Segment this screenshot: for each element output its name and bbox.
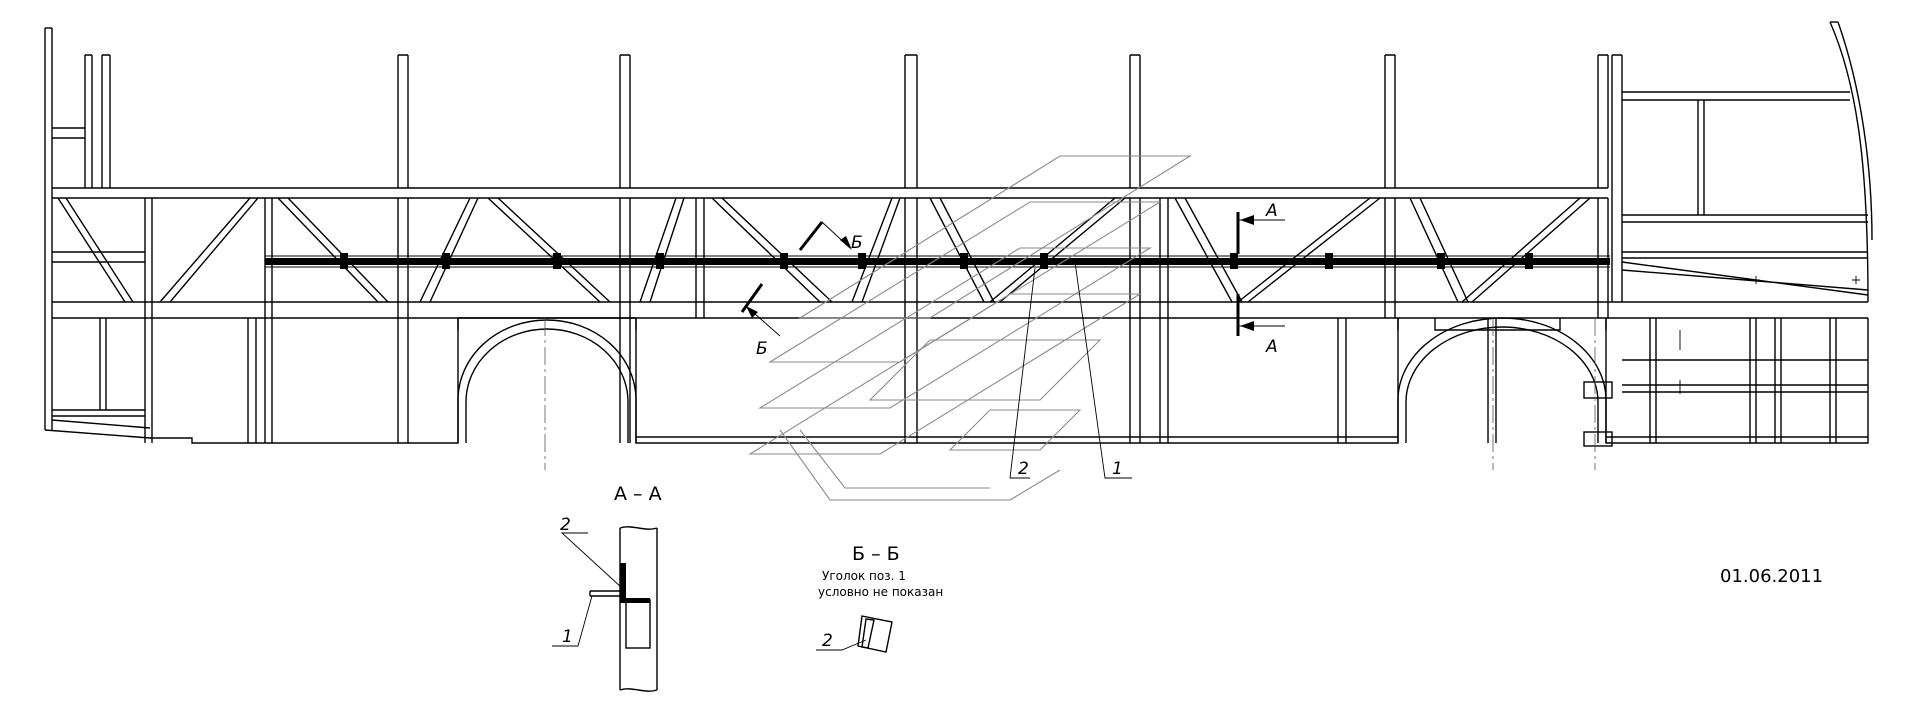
truss-diagonals [57, 197, 1591, 303]
marker-a-lower: А [1265, 337, 1278, 357]
drawing-date: 01.06.2011 [1720, 566, 1823, 587]
angle-profile-pos1 [265, 253, 1610, 269]
section-bb-title: Б – Б [852, 543, 900, 565]
pos-2-label-main: 2 [1018, 459, 1029, 479]
position-leader-1-main: 1 [1074, 261, 1132, 479]
section-bb-note-line2: условно не показан [818, 585, 943, 599]
wheel-arches [457, 317, 1607, 443]
axis-lines [544, 318, 1596, 470]
section-marker-bb-upper: Б [798, 221, 863, 253]
pos-2-label-aa: 2 [560, 515, 571, 535]
marker-a-upper: А [1265, 201, 1278, 221]
company-logo-watermark-icon [748, 155, 1192, 501]
section-bb-detail: Б – Б Уголок поз. 1 условно не показан 2 [816, 543, 943, 653]
bus-frame [44, 21, 1873, 470]
window-posts [84, 54, 1623, 302]
marker-b-upper: Б [851, 233, 863, 253]
position-leader-2-main: 2 [1009, 267, 1036, 479]
pos-1-label-main: 1 [1112, 459, 1123, 479]
pos-1-label-aa: 1 [562, 627, 573, 647]
section-aa-detail: А – А 2 1 [552, 483, 662, 692]
section-marker-aa-lower: А [1236, 294, 1285, 357]
section-aa-title: А – А [614, 483, 662, 505]
section-marker-bb-lower: Б [740, 283, 781, 359]
truss-verticals [144, 198, 1609, 443]
marker-b-lower: Б [756, 339, 768, 359]
rear-section [1583, 21, 1873, 447]
pos-2-label-bb: 2 [822, 631, 833, 651]
section-marker-aa-upper: А [1236, 201, 1285, 254]
section-bb-note-line1: Уголок поз. 1 [822, 569, 906, 583]
